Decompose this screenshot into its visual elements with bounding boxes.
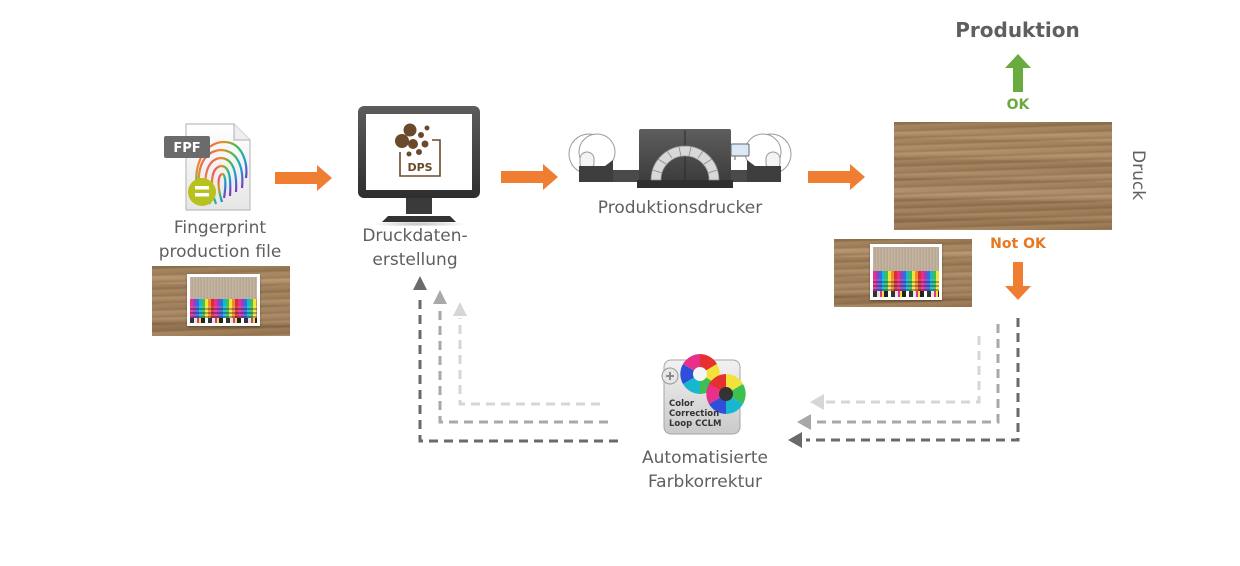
not-ok-sample-image — [834, 239, 972, 307]
ok-label: OK — [1006, 97, 1030, 113]
dps-label: Druckdaten- erstellung — [362, 226, 468, 270]
fingerprint-file-label: Fingerprint production file — [158, 218, 282, 262]
not-ok-arrow-down-icon — [1005, 262, 1031, 300]
printer-label: Produktionsdrucker — [597, 198, 763, 218]
cclm-icon-line: Color — [669, 399, 695, 409]
cclm-icon-line: Loop CCLM — [669, 419, 722, 429]
color-chart-image — [870, 244, 942, 300]
dps-badge-text: DPS — [407, 161, 432, 174]
not-ok-label: Not OK — [990, 236, 1046, 252]
flow-arrow-right-icon — [501, 164, 558, 190]
color-chart-image — [187, 274, 260, 326]
cclm-app-icon: Color Correction Loop CCLM — [661, 354, 746, 435]
fingerprint-sample-image — [152, 266, 290, 336]
loop-arrowhead-up-icon — [453, 302, 467, 316]
fpf-badge-text: FPF — [173, 141, 200, 156]
loop-arrowhead-left-icon — [797, 414, 811, 430]
dps-node: DPS Druckdaten- erstellung — [350, 104, 490, 274]
fingerprint-file-icon: FPF — [164, 123, 251, 211]
ok-arrow-up-icon — [1005, 54, 1031, 92]
loop-arrowhead-up-icon — [433, 290, 447, 304]
print-result-image — [894, 122, 1112, 230]
monitor-dps-icon: DPS — [358, 106, 480, 226]
loop-arrowhead-left-icon — [788, 432, 802, 448]
cclm-node: Color Correction Loop CCLM Automatisiert… — [620, 350, 790, 495]
flow-arrow-right-icon — [275, 165, 332, 191]
flow-arrow-right-icon — [808, 164, 865, 190]
cclm-label: Automatisierte Farbkorrektur — [642, 448, 768, 492]
loop-arrowhead-left-icon — [810, 394, 824, 410]
cclm-icon-line: Correction — [669, 409, 719, 419]
fingerprint-file-node: FPF Fingerprint production file — [150, 118, 290, 338]
production-printer-icon — [568, 129, 792, 188]
loop-arrowhead-up-icon — [413, 276, 427, 290]
production-title: Produktion — [955, 18, 1080, 42]
printer-node: Produktionsdrucker — [565, 120, 795, 230]
